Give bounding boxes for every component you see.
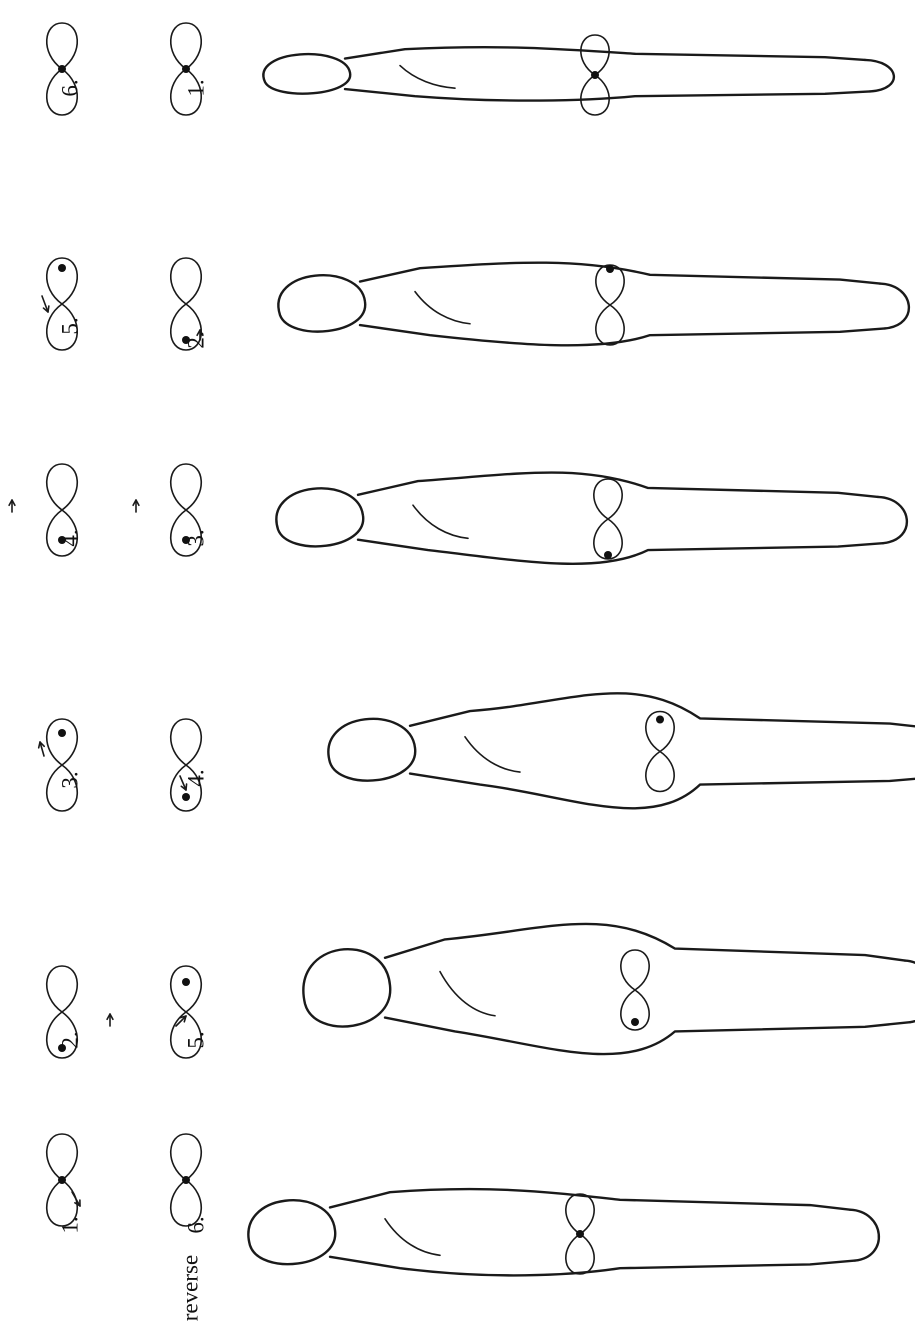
figure-1-back-line (345, 47, 865, 60)
panel-2-bottom-label: 2. (185, 331, 208, 348)
figure-5-feet (905, 961, 915, 1023)
figure-4-head (328, 719, 415, 781)
panel-6-bottom-dot (182, 1176, 190, 1184)
figure-4-arm (465, 737, 520, 772)
figure-3-head (276, 488, 363, 546)
panel-3-bottom-label: 3. (185, 529, 208, 546)
figure-2-feet (880, 284, 909, 329)
figure-1-feet (865, 60, 894, 91)
panel-5-top-label: 2. (59, 1031, 82, 1048)
figure-6-belly-dot (576, 1230, 584, 1238)
panel-1-top-dot (58, 65, 66, 73)
panel-2-top-dot (58, 264, 66, 272)
panel-6-top-label: 1. (59, 1216, 82, 1233)
figure-6-head (248, 1200, 335, 1264)
figure-1-arm (400, 66, 455, 89)
panel-6-bottom-label: 6. (185, 1216, 208, 1233)
panel-4-top-label: 3. (59, 771, 82, 788)
panel-1-top-label: 6. (59, 79, 82, 96)
figure-3-belly-dot (604, 551, 612, 559)
figure-5-belly-dot (631, 1018, 639, 1026)
panel-5-bottom-dot (182, 978, 190, 986)
panel-4-top-dot (58, 729, 66, 737)
figure-3-arm (413, 505, 468, 538)
figure-3-feet (878, 497, 907, 543)
figure-2-head (278, 275, 365, 331)
figure-2-arm (415, 292, 470, 324)
panel-1-bottom-label: 1. (185, 79, 208, 96)
figure-6-arm (385, 1219, 440, 1255)
figure-4-back-line (410, 693, 915, 728)
panel-6-top-dot (58, 1176, 66, 1184)
figure-5-arm (440, 972, 495, 1016)
figure-1-head (263, 54, 350, 94)
panel-2-top-label: 5. (59, 317, 82, 334)
figure-5-head (303, 949, 390, 1026)
panel-3-top-label: 4. (59, 529, 82, 546)
figure-2-belly-dot (606, 265, 614, 273)
figure-2-back-line (360, 263, 880, 284)
panel-1-bottom-dot (182, 65, 190, 73)
panel-4-bottom-dot (182, 793, 190, 801)
reverse-label: reverse (179, 1255, 202, 1321)
figure-1-belly-dot (591, 71, 599, 79)
figure-3-belly-figure-eight (594, 479, 622, 559)
figure-4-belly-dot (656, 716, 664, 724)
figure-2-belly-figure-eight (596, 265, 624, 345)
figure-6-feet (850, 1210, 879, 1261)
panel-4-bottom-label: 4. (185, 769, 208, 786)
figure-3-back-line (358, 473, 878, 497)
panel-5-bottom-label: 5. (185, 1031, 208, 1048)
